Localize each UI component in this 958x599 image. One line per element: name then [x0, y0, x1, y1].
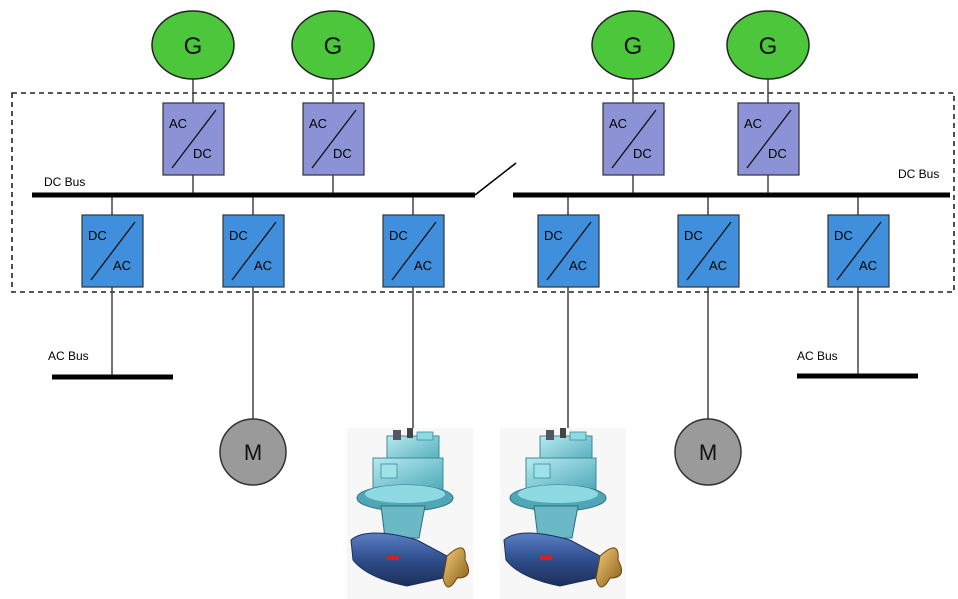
- rectifier-ac-dc: AC DC: [602, 102, 665, 176]
- ac-bus-label-right: AC Bus: [797, 349, 838, 363]
- svg-text:AC: AC: [169, 116, 187, 131]
- bus-tie-switch-icon: [474, 162, 517, 196]
- generator-icon: G: [291, 10, 375, 80]
- svg-text:M: M: [244, 440, 262, 465]
- svg-text:DC: DC: [768, 146, 787, 161]
- rectifier-ac-dc: AC DC: [162, 102, 225, 176]
- svg-text:G: G: [184, 33, 203, 60]
- inverter-dc-ac: DC AC: [677, 214, 740, 288]
- inverter-dc-ac: DC AC: [81, 214, 144, 288]
- svg-text:DC: DC: [229, 228, 248, 243]
- generator-wires: [111, 72, 859, 428]
- azimuth-thruster-icon: [500, 428, 626, 599]
- svg-text:G: G: [624, 33, 643, 60]
- dc-bus-label-right: DC Bus: [898, 167, 939, 181]
- azimuth-thruster-icon: [347, 428, 473, 599]
- svg-text:DC: DC: [633, 146, 652, 161]
- svg-text:AC: AC: [254, 258, 272, 273]
- svg-text:AC: AC: [609, 116, 627, 131]
- svg-text:AC: AC: [113, 258, 131, 273]
- svg-text:DC: DC: [333, 146, 352, 161]
- inverter-dc-ac: DC AC: [827, 214, 890, 288]
- svg-text:AC: AC: [414, 258, 432, 273]
- inverter-dc-ac: DC AC: [537, 214, 600, 288]
- svg-text:DC: DC: [389, 228, 408, 243]
- svg-text:M: M: [699, 440, 717, 465]
- motor-icon: M: [674, 418, 742, 486]
- rectifier-ac-dc: AC DC: [302, 102, 365, 176]
- svg-text:DC: DC: [544, 228, 563, 243]
- svg-text:AC: AC: [744, 116, 762, 131]
- inverter-dc-ac: DC AC: [222, 214, 285, 288]
- svg-text:DC: DC: [193, 146, 212, 161]
- motor-icon: M: [219, 418, 287, 486]
- svg-text:DC: DC: [684, 228, 703, 243]
- svg-text:G: G: [324, 33, 343, 60]
- svg-text:AC: AC: [709, 258, 727, 273]
- converter-enclosure: [11, 92, 955, 293]
- svg-text:DC: DC: [88, 228, 107, 243]
- rectifier-ac-dc: AC DC: [737, 102, 800, 176]
- svg-text:AC: AC: [569, 258, 587, 273]
- generator-icon: G: [151, 10, 235, 80]
- svg-text:AC: AC: [309, 116, 327, 131]
- svg-text:AC: AC: [859, 258, 877, 273]
- svg-text:DC: DC: [834, 228, 853, 243]
- generator-icon: G: [726, 10, 810, 80]
- generator-icon: G: [591, 10, 675, 80]
- dc-bus-label-left: DC Bus: [44, 175, 85, 189]
- ac-bus-label-left: AC Bus: [48, 349, 89, 363]
- inverter-dc-ac: DC AC: [382, 214, 445, 288]
- svg-text:G: G: [759, 33, 778, 60]
